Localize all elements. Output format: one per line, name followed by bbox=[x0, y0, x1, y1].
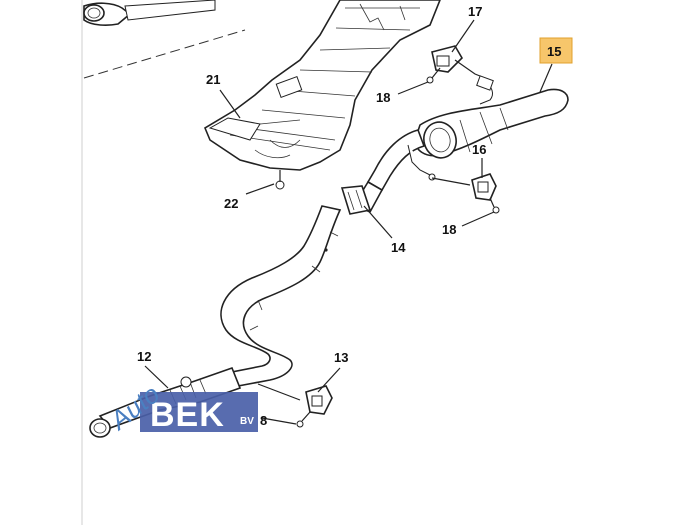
callout-17: 17 bbox=[468, 4, 482, 19]
callout-21: 21 bbox=[206, 72, 220, 87]
front-pipe-top bbox=[83, 0, 216, 26]
front-pipe bbox=[220, 205, 342, 387]
callout-15: 15 bbox=[547, 44, 561, 59]
rear-muffler bbox=[414, 75, 569, 159]
callout-18-middle: 18 bbox=[442, 222, 456, 237]
leader-lines bbox=[144, 19, 553, 425]
callout-16: 16 bbox=[472, 142, 486, 157]
hanger-17 bbox=[426, 45, 491, 84]
clamp-14 bbox=[340, 185, 372, 215]
callout-15-highlight bbox=[539, 37, 573, 64]
callout-14: 14 bbox=[391, 240, 406, 255]
heat-shield bbox=[203, 0, 441, 190]
callout-22: 22 bbox=[224, 196, 238, 211]
callout-13: 13 bbox=[334, 350, 348, 365]
callout-12: 12 bbox=[137, 349, 151, 364]
hanger-16 bbox=[431, 173, 500, 214]
hanger-13 bbox=[257, 383, 333, 428]
callout-18-lower: 8 bbox=[260, 413, 267, 428]
watermark-box bbox=[140, 392, 258, 432]
callout-18-upper: 18 bbox=[376, 90, 390, 105]
watermark-brand: BEK bbox=[150, 396, 225, 434]
centerline-dashed bbox=[83, 29, 246, 79]
watermark-suffix: BV bbox=[240, 416, 254, 427]
